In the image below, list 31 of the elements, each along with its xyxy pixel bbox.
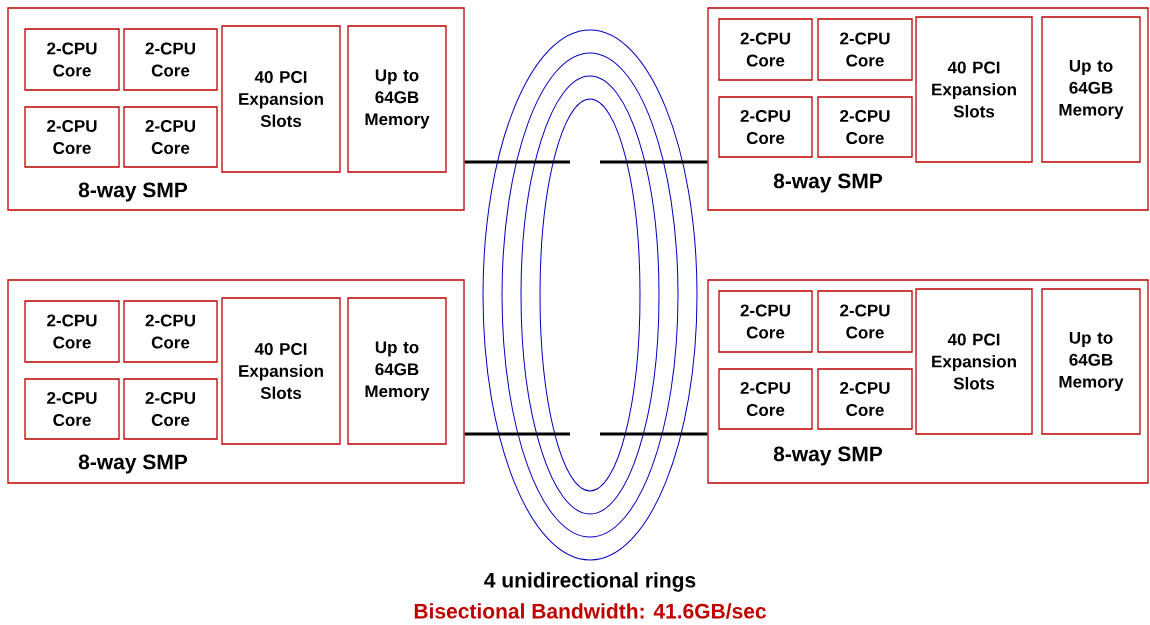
pci-slots-box: 40 PCI Expansion Slots: [915, 16, 1033, 163]
core-box: 2-CPU Core: [718, 290, 813, 353]
core-box: 2-CPU Core: [817, 18, 913, 81]
core-box: 2-CPU Core: [24, 106, 120, 168]
core-box: 2-CPU Core: [817, 96, 913, 158]
core-box: 2-CPU Core: [817, 290, 913, 353]
caption-text: Bisectional Bandwidth: 41.6GB/sec: [414, 603, 766, 619]
memory-box: Up to 64GB Memory: [347, 297, 447, 445]
pci-slots-box: 40 PCI Expansion Slots: [221, 25, 341, 173]
core-box: 2-CPU Core: [123, 106, 218, 168]
caption-text: 4 unidirectional rings: [484, 572, 696, 592]
core-box: 2-CPU Core: [123, 378, 218, 440]
memory-box: Up to 64GB Memory: [347, 25, 447, 173]
core-box: 2-CPU Core: [24, 300, 120, 363]
core-box: 2-CPU Core: [718, 96, 813, 158]
link-line: [600, 432, 708, 436]
rings-drawing: [482, 29, 698, 561]
link-line: [464, 160, 570, 164]
pci-slots-box: 40 PCI Expansion Slots: [221, 297, 341, 445]
link-line: [464, 432, 570, 436]
memory-box: Up to 64GB Memory: [1041, 288, 1141, 435]
core-box: 2-CPU Core: [123, 300, 218, 363]
link-line: [600, 160, 708, 164]
pci-slots-box: 40 PCI Expansion Slots: [915, 288, 1033, 435]
core-box: 2-CPU Core: [718, 368, 813, 430]
core-box: 2-CPU Core: [24, 28, 120, 91]
core-box: 2-CPU Core: [24, 378, 120, 440]
memory-box: Up to 64GB Memory: [1041, 16, 1141, 163]
core-box: 2-CPU Core: [718, 18, 813, 81]
core-box: 2-CPU Core: [817, 368, 913, 430]
core-box: 2-CPU Core: [123, 28, 218, 91]
